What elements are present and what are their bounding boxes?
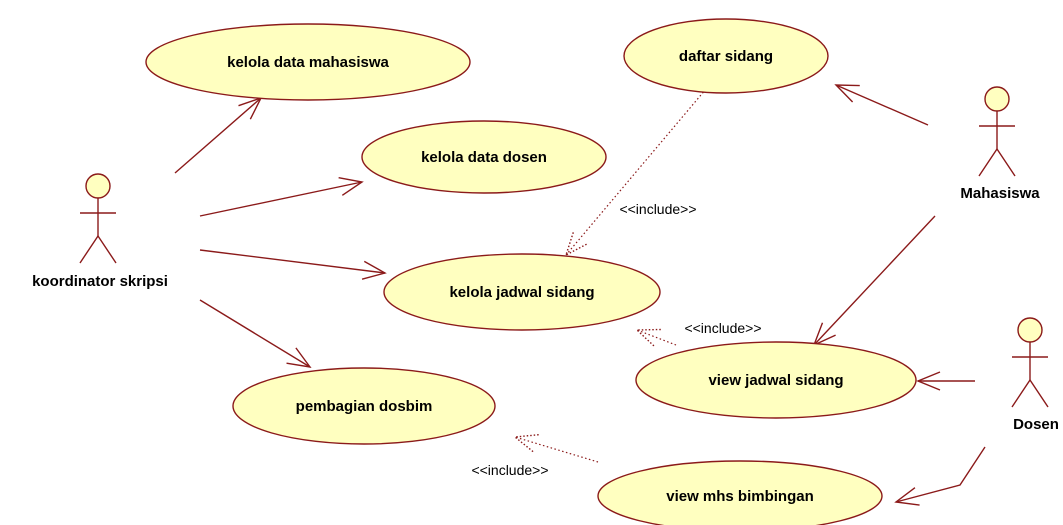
include-label: <<include>> bbox=[684, 320, 761, 336]
include-daftar-kelola_jadwal: <<include>> bbox=[564, 88, 707, 257]
actor-mahasiswa[interactable]: Mahasiswa bbox=[960, 86, 1040, 202]
association-koordinator-kelola_jadwal bbox=[199, 249, 387, 280]
association-koordinator-kelola_dosen bbox=[199, 177, 364, 217]
association-arrowhead bbox=[286, 347, 312, 368]
use-case-ellipse bbox=[145, 23, 471, 101]
association-dosen-view_mhs bbox=[894, 446, 986, 506]
include-arrowhead bbox=[513, 434, 539, 453]
use-case-ellipse bbox=[623, 18, 829, 94]
use-case-label: kelola jadwal sidang bbox=[449, 284, 594, 301]
association-mahasiswa-view_jadwal bbox=[812, 215, 936, 347]
association-line bbox=[895, 446, 986, 503]
association-arrowhead bbox=[361, 260, 387, 280]
use-case-label: kelola data dosen bbox=[421, 149, 547, 166]
actor-label: Dosen bbox=[1013, 416, 1059, 433]
association-line bbox=[199, 181, 363, 217]
association-line bbox=[199, 299, 311, 368]
use-case-kelola-dosen[interactable]: kelola data dosen bbox=[361, 120, 607, 194]
actor-dosen[interactable]: Dosen bbox=[1011, 317, 1059, 433]
include-line bbox=[565, 88, 707, 256]
include-arrowhead bbox=[564, 232, 588, 257]
actor-label: Mahasiswa bbox=[960, 185, 1040, 202]
actor-head bbox=[1017, 317, 1043, 343]
association-koordinator-kelola_mhs bbox=[174, 96, 263, 174]
include-view_jadwal-kelola_jadwal: <<include>> bbox=[635, 320, 762, 347]
actor-head bbox=[984, 86, 1010, 112]
actor-label: koordinator skripsi bbox=[32, 273, 168, 290]
include-line bbox=[514, 436, 599, 463]
association-line bbox=[835, 84, 929, 126]
association-arrowhead bbox=[338, 177, 364, 196]
include-arrowhead-group bbox=[513, 434, 539, 453]
actor-figure-icon bbox=[978, 86, 1016, 177]
use-case-kelola-mhs[interactable]: kelola data mahasiswa bbox=[145, 23, 471, 101]
nodes-layer: kelola data mahasiswa kelola data dosen ke… bbox=[32, 18, 1059, 525]
use-case-ellipse bbox=[361, 120, 607, 194]
actor-left-leg bbox=[79, 235, 99, 264]
use-case-kelola-jadwal[interactable]: kelola jadwal sidang bbox=[383, 253, 661, 331]
association-mahasiswa-daftar bbox=[834, 84, 929, 126]
actor-left-leg bbox=[978, 148, 998, 177]
include-arrowhead bbox=[635, 328, 661, 347]
include-arrowhead-group bbox=[564, 232, 588, 257]
use-case-label: view jadwal sidang bbox=[708, 372, 843, 389]
use-case-ellipse bbox=[232, 367, 496, 445]
actor-left-leg bbox=[1011, 379, 1031, 408]
use-case-view-jadwal[interactable]: view jadwal sidang bbox=[635, 341, 917, 419]
association-koordinator-pembagian bbox=[199, 299, 312, 368]
association-dosen-view_jadwal bbox=[916, 371, 975, 391]
association-line bbox=[199, 249, 386, 274]
use-case-pembagian[interactable]: pembagian dosbim bbox=[232, 367, 496, 445]
use-case-label: view mhs bimbingan bbox=[666, 488, 814, 505]
include-line bbox=[636, 329, 677, 346]
association-arrowhead bbox=[916, 371, 941, 391]
include-arrowhead-group bbox=[635, 328, 661, 347]
use-case-ellipse bbox=[383, 253, 661, 331]
use-case-view-mhs[interactable]: view mhs bimbingan bbox=[597, 460, 883, 525]
include-view_mhs-pembagian: <<include>> bbox=[471, 434, 599, 478]
association-arrowhead bbox=[834, 84, 860, 103]
actor-figure-icon bbox=[1011, 317, 1049, 408]
actor-figure-icon bbox=[79, 173, 117, 264]
use-case-daftar[interactable]: daftar sidang bbox=[623, 18, 829, 94]
actor-koordinator[interactable]: koordinator skripsi bbox=[32, 173, 168, 290]
actor-right-leg bbox=[996, 148, 1016, 177]
actor-head bbox=[85, 173, 111, 199]
include-label: <<include>> bbox=[471, 462, 548, 478]
use-case-ellipse bbox=[635, 341, 917, 419]
include-label: <<include>> bbox=[619, 201, 696, 217]
actor-right-leg bbox=[1029, 379, 1049, 408]
use-case-label: kelola data mahasiswa bbox=[227, 54, 389, 71]
use-case-ellipse bbox=[597, 460, 883, 525]
use-case-label: pembagian dosbim bbox=[296, 398, 433, 415]
actor-right-leg bbox=[97, 235, 117, 264]
association-line bbox=[174, 97, 262, 174]
relationships-layer: <<include>> <<include>> <<include>> bbox=[174, 84, 986, 506]
association-line bbox=[813, 215, 936, 346]
use-case-label: daftar sidang bbox=[679, 48, 773, 65]
association-arrowhead bbox=[894, 487, 920, 506]
